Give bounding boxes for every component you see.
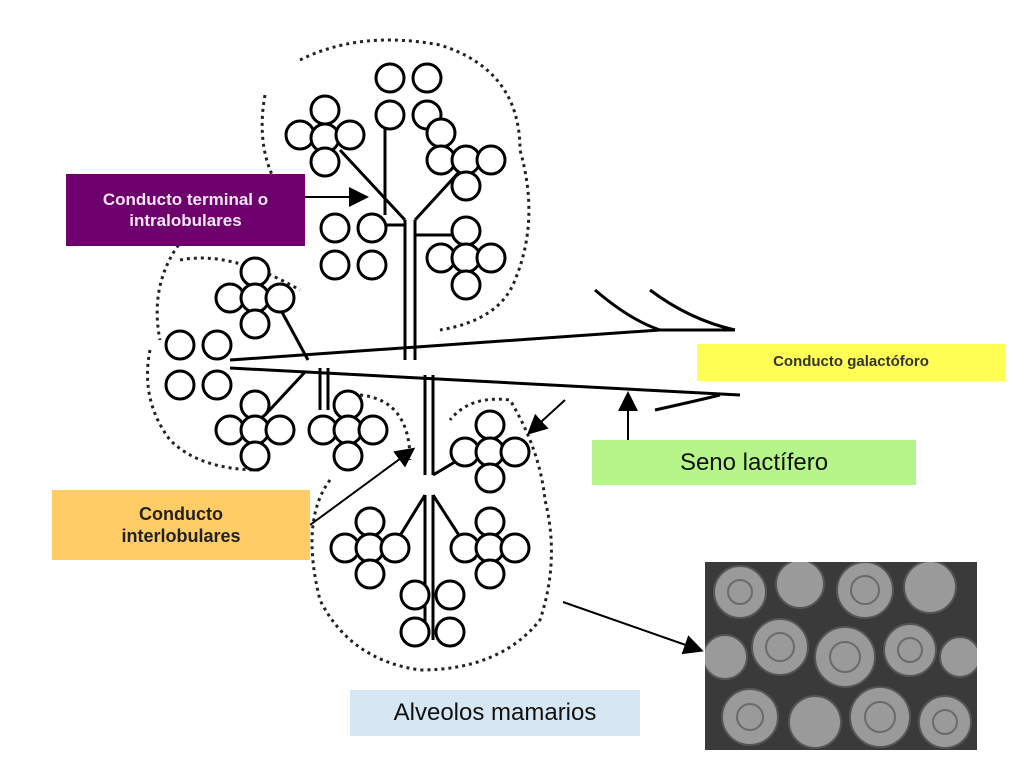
alveoli-micrograph-icon [705, 562, 977, 750]
alveoli-circles [164, 62, 531, 648]
label-seno-lactifero: Seno lactífero [592, 440, 916, 485]
arrow-alveolos [562, 601, 704, 655]
label-conducto-terminal: Conducto terminal o intralobulares [66, 174, 305, 246]
label-conducto-terminal-line2: intralobulares [129, 211, 242, 230]
label-conducto-interlobulares: Conducto interlobulares [52, 490, 310, 560]
label-alveolos-mamarios: Alveolos mamarios [350, 690, 640, 736]
label-conducto-terminal-line1: Conducto terminal o [102, 189, 269, 209]
arrow-interlobular [309, 447, 416, 526]
label-conducto-galactoforo: Conducto galactóforo [697, 344, 1005, 381]
arrow-seno-diag [527, 399, 566, 435]
label-conducto-interlobulares-line1: Conducto [139, 503, 223, 524]
pointer-arrows [305, 187, 704, 655]
label-conducto-interlobulares-line2: interlobulares [121, 526, 241, 546]
